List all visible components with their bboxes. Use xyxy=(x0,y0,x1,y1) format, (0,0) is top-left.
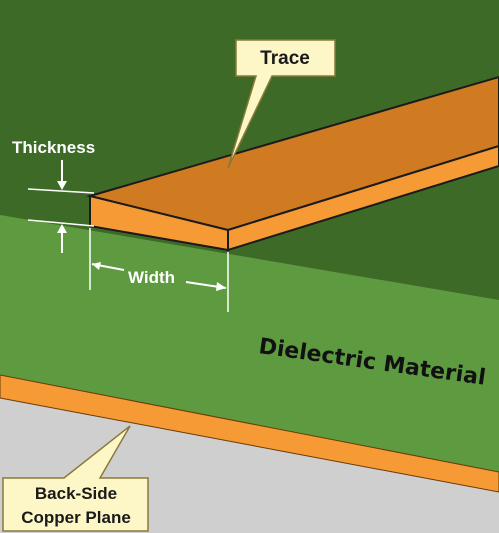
copper-plane-label-line2: Copper Plane xyxy=(21,508,131,527)
thickness-label: Thickness xyxy=(12,138,95,157)
copper-plane-callout xyxy=(2,425,149,532)
width-dimension xyxy=(89,228,229,312)
width-label: Width xyxy=(128,268,175,287)
thickness-dimension xyxy=(27,160,95,253)
trace-label: Trace xyxy=(260,48,310,69)
trace-side-face xyxy=(227,144,499,252)
copper-plane xyxy=(0,374,499,493)
copper-plane-label-line1: Back-Side xyxy=(35,484,117,503)
trace-callout xyxy=(227,39,336,169)
